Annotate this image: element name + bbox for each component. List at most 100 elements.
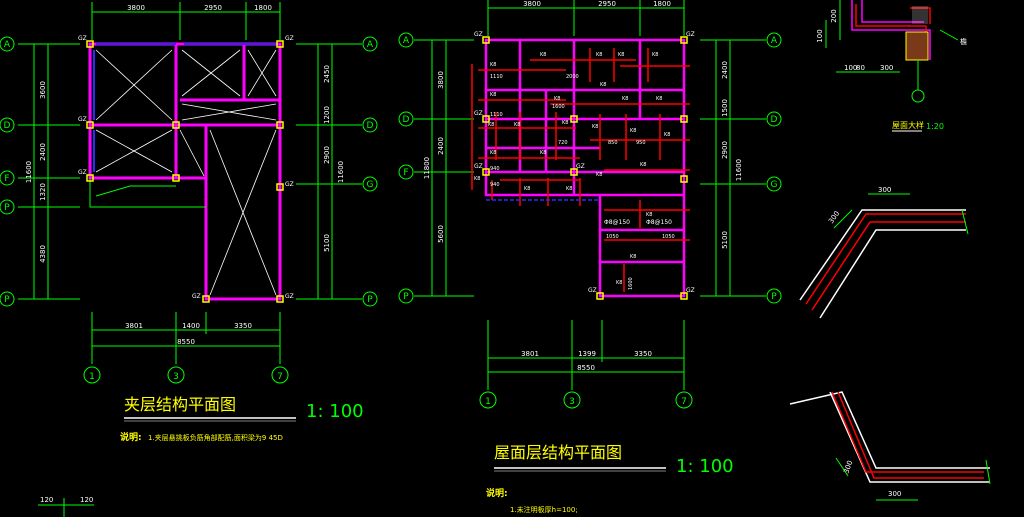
rebar-label: K8 (656, 96, 662, 102)
corner-lower-dims (835, 457, 991, 501)
right-bdim-1: 3801 (521, 350, 539, 358)
left-baxis-3: 3 (173, 372, 179, 382)
right-rebar-labels: K8 K8 K8 K8 K8 K8 K8 K8 K8 K8 K8 K8 K8 K… (474, 52, 670, 286)
right-gz-tag-7: GZ (686, 287, 695, 294)
right-plan: 3800 2950 1800 A D F P (398, 0, 782, 514)
legend-dim-right: 120 (80, 496, 93, 504)
left-top-dim-2: 2950 (204, 4, 222, 12)
left-axis-lines (18, 43, 362, 300)
right-axis-lines (414, 39, 766, 297)
right-columns (482, 36, 688, 300)
left-rdim-4: 5100 (323, 234, 331, 252)
rebar-label: K8 (652, 52, 658, 58)
rebar-label: K8 (514, 122, 520, 128)
right-gz-tag-5: GZ (576, 163, 585, 170)
rebar-label: K8 (566, 186, 572, 192)
left-rdim-total: 11600 (337, 161, 345, 183)
rebar-length: 1050 (662, 234, 675, 240)
left-bdim-3: 3350 (234, 322, 252, 330)
right-rdim-4: 5100 (721, 231, 729, 249)
left-bottom-axis-bubbles (83, 366, 289, 384)
left-gz-tag-5: GZ (285, 181, 294, 188)
left-bdim-2: 1400 (182, 322, 200, 330)
rebar-label: K8 (622, 96, 628, 102)
left-column-tags: GZ GZ GZ GZ GZ GZ GZ (78, 35, 294, 300)
right-slab-label-1: Φ8@150 (604, 219, 630, 226)
right-top-dim-3: 1800 (653, 0, 671, 8)
left-axis-label-f: F (4, 174, 9, 184)
corner-upper-dims (833, 193, 969, 235)
rebar-label: K8 (630, 128, 636, 134)
rebar-length: 1110 (490, 74, 503, 80)
rebar-length: 950 (636, 140, 646, 146)
rebar-label: K8 (554, 96, 560, 102)
rebar-label: K8 (646, 212, 652, 218)
right-bdim-2: 1399 (578, 350, 596, 358)
left-note-label: 说明: (120, 431, 142, 443)
right-axis-bubbles-left (398, 32, 414, 304)
right-top-dimension (487, 0, 685, 36)
corner-lower-concrete (789, 391, 990, 483)
right-baxis-7: 7 (681, 397, 687, 407)
rebar-label: K8 (488, 122, 494, 128)
roof-detail-outline (851, 0, 931, 60)
roof-detail-dim-1: 200 (830, 9, 838, 22)
right-raxis-label-d: D (771, 115, 778, 125)
right-axis-bubbles-right (766, 32, 782, 304)
rebar-length: 1110 (490, 112, 503, 118)
legend-dim-left: 120 (40, 496, 53, 504)
left-baxis-7: 7 (277, 372, 283, 382)
left-rdim-3: 2900 (323, 146, 331, 164)
left-baxis-1: 1 (89, 372, 95, 382)
left-axis-bubbles-left (0, 36, 15, 307)
right-note-text: 1.未注明板厚h=100; (510, 505, 578, 514)
left-plan-scale: 1: 100 (306, 401, 364, 422)
rebar-label: K8 (616, 280, 622, 286)
left-rdim-2: 1200 (323, 106, 331, 124)
right-bdim-total: 8550 (577, 364, 595, 372)
left-raxis-label-a: A (367, 40, 374, 50)
right-bottom-axis-bubbles (479, 391, 693, 409)
left-note-text: 1.夹层悬挑板负筋角部配筋,面积梁为9 45D (148, 433, 283, 442)
right-gz-tag-4: GZ (474, 163, 483, 170)
right-ldim-1: 3800 (437, 71, 445, 89)
right-note-label: 说明: (486, 487, 508, 499)
roof-detail-callout-circle (911, 89, 925, 103)
rebar-length: 1600 (552, 104, 565, 110)
corner-upper-dim-1: 300 (878, 186, 891, 194)
corner-upper-concrete (799, 209, 966, 319)
right-walls (484, 38, 686, 298)
left-top-dim-3: 1800 (254, 4, 272, 12)
right-axis-label-p: P (403, 292, 409, 302)
left-gz-tag-3: GZ (78, 116, 87, 123)
right-axis-label-a: A (403, 36, 410, 46)
left-axis-label-d: D (4, 121, 11, 131)
roof-detail-callout: 檐 (960, 37, 967, 46)
left-bottom-dimension (91, 312, 281, 364)
rebar-label: K8 (524, 186, 530, 192)
corner-detail-lower: 300 300 (789, 391, 991, 501)
left-gz-tag-1: GZ (78, 35, 87, 42)
left-raxis-label-p: P (367, 295, 373, 305)
left-ldim-3: 1320 (39, 183, 47, 201)
left-gz-tag-4: GZ (78, 169, 87, 176)
bottom-legend: 120 120 (38, 496, 94, 517)
right-rebars (471, 48, 690, 292)
right-rdim-total: 11600 (735, 159, 743, 181)
rebar-label: K8 (540, 150, 546, 156)
right-column-tags: GZ GZ GZ GZ GZ GZ GZ (474, 31, 695, 294)
left-plan-title: 夹层结构平面图 (124, 395, 236, 414)
left-axis-label-a: A (4, 40, 11, 50)
left-raxis-label-d: D (367, 121, 374, 131)
right-axis-label-f: F (403, 168, 408, 178)
right-gz-tag-6: GZ (588, 287, 597, 294)
roof-detail-fill (912, 6, 928, 24)
left-top-dim-1: 3800 (127, 4, 145, 12)
roof-detail-dims (825, 0, 959, 90)
right-raxis-label-g: G (771, 180, 778, 190)
right-rdim-3: 2900 (721, 141, 729, 159)
right-baxis-3: 3 (569, 397, 575, 407)
right-axis-label-d: D (403, 115, 410, 125)
rebar-label: K8 (592, 124, 598, 130)
